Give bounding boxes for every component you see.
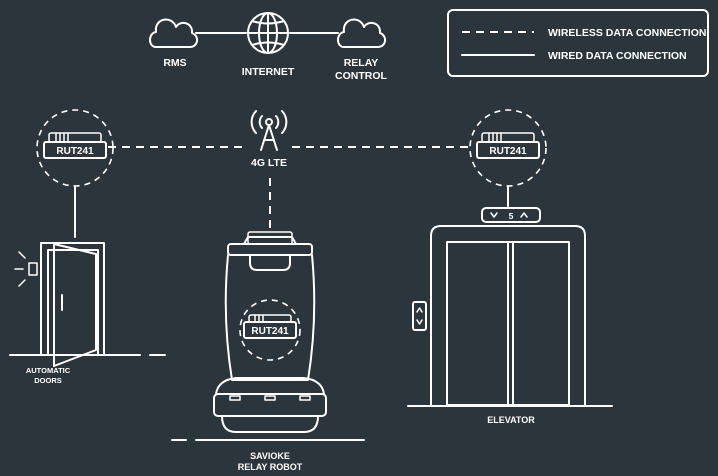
robot-label-line1: SAVIOKE (250, 451, 290, 461)
door-icon (10, 243, 165, 366)
router-left-label: RUT241 (56, 146, 94, 157)
robot-label-line2: RELAY ROBOT (238, 462, 303, 472)
elevator-icon (408, 208, 612, 406)
legend-wired-label: WIRED DATA CONNECTION (548, 50, 687, 62)
relay-control-label-line1: RELAY (344, 57, 379, 69)
elevator-label: ELEVATOR (487, 415, 535, 425)
relay-control-label-line2: CONTROL (335, 70, 387, 82)
cloud-icon (338, 20, 385, 47)
rms-label: RMS (163, 57, 186, 69)
floor-number: 5 (509, 211, 514, 221)
doors-label-line1: AUTOMATIC (26, 366, 71, 375)
router-robot-label: RUT241 (251, 326, 289, 337)
doors-label-line2: DOORS (34, 376, 62, 385)
internet-label: INTERNET (242, 66, 295, 78)
globe-icon (248, 13, 288, 53)
lte-label: 4G LTE (251, 157, 287, 169)
router-right-label: RUT241 (489, 146, 527, 157)
legend-wireless-label: WIRELESS DATA CONNECTION (548, 27, 706, 39)
antenna-icon (252, 111, 287, 150)
cloud-icon (150, 20, 197, 47)
legend: WIRELESS DATA CONNECTION WIRED DATA CONN… (448, 10, 708, 76)
legend-box (448, 10, 708, 76)
